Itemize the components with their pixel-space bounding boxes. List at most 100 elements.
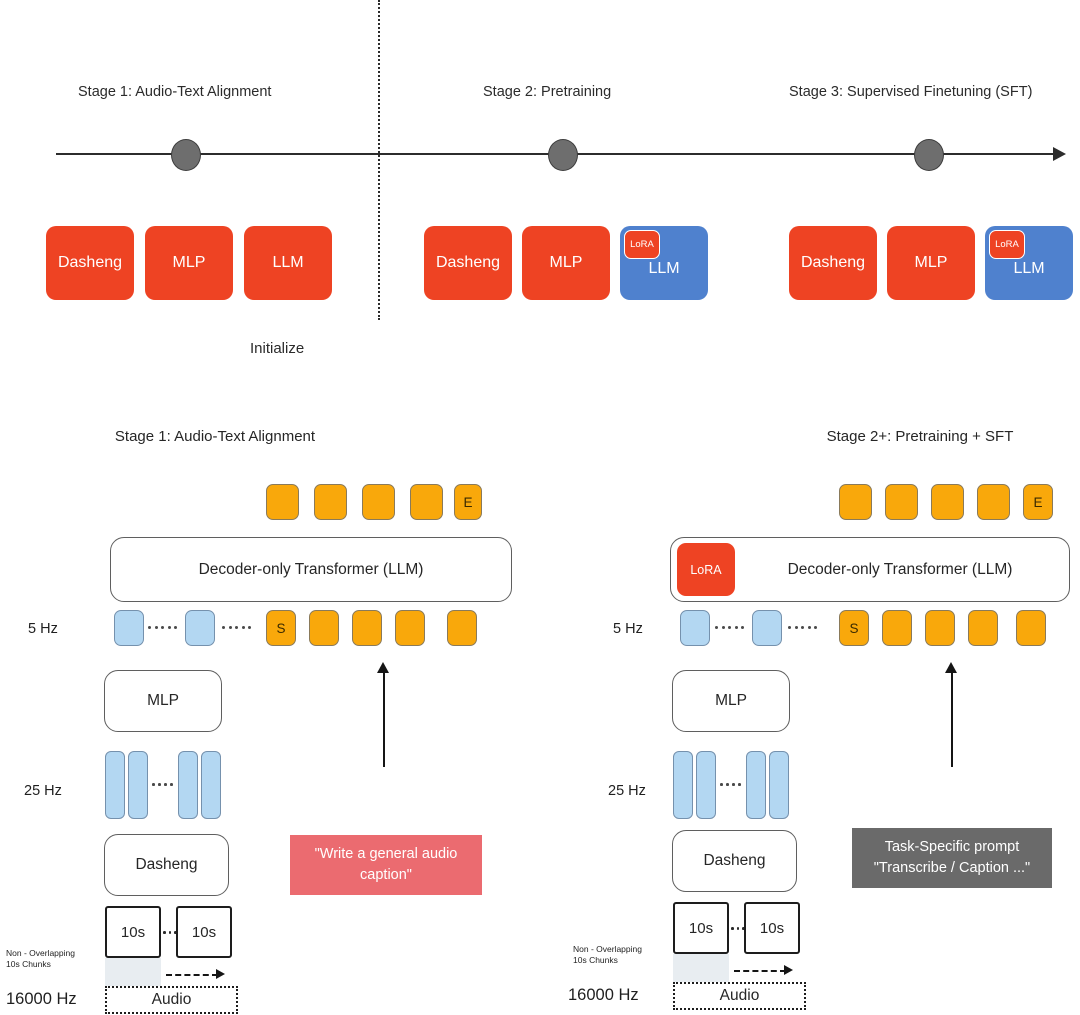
- right-input-token-2[interactable]: [925, 610, 955, 646]
- right-chunk-1-label: 10s: [759, 919, 785, 937]
- right-frame-bar-0[interactable]: [673, 751, 693, 819]
- left-output-token-2[interactable]: [362, 484, 395, 520]
- right-scan-arrow-line: [734, 970, 786, 972]
- stage3-lora-badge[interactable]: LoRA: [989, 230, 1025, 259]
- left-encoder-label: Dasheng: [135, 856, 198, 873]
- right-frame-bar-1[interactable]: [696, 751, 716, 819]
- left-prompt-arrow-head-icon: [377, 662, 389, 673]
- right-output-token-3[interactable]: [977, 484, 1010, 520]
- left-output-token-end[interactable]: E: [454, 484, 482, 520]
- right-scan-arrow-head-icon: [784, 965, 793, 975]
- right-output-token-0[interactable]: [839, 484, 872, 520]
- right-chunk-highlight: [673, 954, 729, 984]
- right-output-token-1[interactable]: [885, 484, 918, 520]
- right-input-token-3[interactable]: [968, 610, 998, 646]
- right-mlp-block[interactable]: MLP: [672, 670, 790, 732]
- stage1-module-mlp[interactable]: MLP: [145, 226, 233, 300]
- right-rate-5hz-label: 5 Hz: [613, 621, 643, 637]
- right-audio-token-0[interactable]: [680, 610, 710, 646]
- right-transformer-block[interactable]: Decoder-only Transformer (LLM): [670, 537, 1070, 602]
- stage2-module-mlp-label: MLP: [549, 254, 583, 271]
- stage3-module-llm-label: LLM: [1013, 259, 1045, 277]
- left-chunk-dots: [163, 931, 177, 934]
- left-frame-bar-3[interactable]: [201, 751, 221, 819]
- right-encoder-label: Dasheng: [703, 852, 766, 869]
- left-chunk-1-label: 10s: [191, 923, 217, 941]
- right-audio-token-1[interactable]: [752, 610, 782, 646]
- stage1-module-dasheng[interactable]: Dasheng: [46, 226, 134, 300]
- stage-title-2: Stage 2: Pretraining: [483, 84, 612, 100]
- left-mlp-label: MLP: [147, 692, 179, 709]
- left-input-token-4[interactable]: [447, 610, 477, 646]
- left-transformer-block[interactable]: Decoder-only Transformer (LLM): [110, 537, 512, 602]
- stage2-module-dasheng-label: Dasheng: [435, 254, 501, 271]
- left-chunk-0[interactable]: 10s: [105, 906, 161, 958]
- left-mlp-block[interactable]: MLP: [104, 670, 222, 732]
- left-chunk-1[interactable]: 10s: [176, 906, 232, 958]
- left-output-token-1[interactable]: [314, 484, 347, 520]
- timeline-node-stage1: [171, 139, 201, 171]
- right-lora-block[interactable]: LoRA: [677, 543, 735, 596]
- right-prompt-box[interactable]: Task-Specific prompt "Transcribe / Capti…: [852, 828, 1052, 888]
- right-input-token-4[interactable]: [1016, 610, 1046, 646]
- left-encoder-block[interactable]: Dasheng: [104, 834, 229, 896]
- right-chunk-note-line2: 10s Chunks: [573, 955, 618, 966]
- right-rate-25hz-label: 25 Hz: [608, 783, 646, 799]
- stage2-lora-badge[interactable]: LoRA: [624, 230, 660, 259]
- left-prompt-text: "Write a general audio caption": [314, 846, 458, 883]
- right-chunk-0[interactable]: 10s: [673, 902, 729, 954]
- right-audio-dots-2: [788, 626, 817, 629]
- left-prompt-box[interactable]: "Write a general audio caption": [290, 835, 482, 895]
- right-output-token-end[interactable]: E: [1023, 484, 1053, 520]
- diagram-left: Stage 1: Audio-Text Alignment E Decoder-…: [0, 410, 540, 1015]
- left-audio-box[interactable]: Audio: [105, 986, 238, 1014]
- left-frame-bar-2[interactable]: [178, 751, 198, 819]
- left-scan-arrow-line: [166, 974, 218, 976]
- right-chunk-1[interactable]: 10s: [744, 902, 800, 954]
- stage-divider: [378, 0, 380, 320]
- stage3-module-mlp-label: MLP: [914, 254, 948, 271]
- stage2-module-llm[interactable]: LoRA LLM: [620, 226, 708, 300]
- right-output-token-2[interactable]: [931, 484, 964, 520]
- left-input-token-1[interactable]: [309, 610, 339, 646]
- right-frame-bar-3[interactable]: [769, 751, 789, 819]
- right-prompt-line2: "Transcribe / Caption ...": [873, 860, 1031, 876]
- left-rate-5hz-label: 5 Hz: [28, 621, 58, 637]
- left-output-token-0[interactable]: [266, 484, 299, 520]
- stage2-module-dasheng[interactable]: Dasheng: [424, 226, 512, 300]
- stage-title-1: Stage 1: Audio-Text Alignment: [78, 84, 272, 100]
- right-frame-bars-dots: [720, 783, 741, 786]
- right-frame-bar-2[interactable]: [746, 751, 766, 819]
- left-input-token-start[interactable]: S: [266, 610, 296, 646]
- left-input-token-2[interactable]: [352, 610, 382, 646]
- right-audio-box[interactable]: Audio: [673, 982, 806, 1010]
- stage1-module-mlp-label: MLP: [172, 254, 206, 271]
- right-mlp-label: MLP: [715, 692, 747, 709]
- left-rate-25hz-label: 25 Hz: [24, 783, 62, 799]
- diagram-right: Stage 2+: Pretraining + SFT E Decoder-on…: [540, 410, 1080, 1015]
- left-frame-bar-0[interactable]: [105, 751, 125, 819]
- stage-title-3: Stage 3: Supervised Finetuning (SFT): [789, 84, 1033, 100]
- left-chunk-note-line2: 10s Chunks: [6, 959, 51, 970]
- left-transformer-label: Decoder-only Transformer (LLM): [198, 560, 424, 578]
- right-encoder-block[interactable]: Dasheng: [672, 830, 797, 892]
- stage1-module-llm-label: LLM: [272, 254, 304, 271]
- stage3-module-mlp[interactable]: MLP: [887, 226, 975, 300]
- left-output-token-3[interactable]: [410, 484, 443, 520]
- stage1-module-llm[interactable]: LLM: [244, 226, 332, 300]
- left-input-token-3[interactable]: [395, 610, 425, 646]
- left-audio-token-1[interactable]: [185, 610, 215, 646]
- left-audio-token-0[interactable]: [114, 610, 144, 646]
- left-frame-bar-1[interactable]: [128, 751, 148, 819]
- stage3-module-llm[interactable]: LoRA LLM: [985, 226, 1073, 300]
- stage3-module-dasheng[interactable]: Dasheng: [789, 226, 877, 300]
- right-audio-label: Audio: [719, 987, 760, 1004]
- left-frame-bars-dots: [152, 783, 173, 786]
- left-audio-dots-1: [148, 626, 177, 629]
- right-prompt-arrow-head-icon: [945, 662, 957, 673]
- left-chunk-note: Non - Overlapping 10s Chunks: [6, 948, 75, 970]
- right-input-token-1[interactable]: [882, 610, 912, 646]
- right-input-token-start[interactable]: S: [839, 610, 869, 646]
- stage2-module-mlp[interactable]: MLP: [522, 226, 610, 300]
- left-chunk-highlight: [105, 958, 161, 988]
